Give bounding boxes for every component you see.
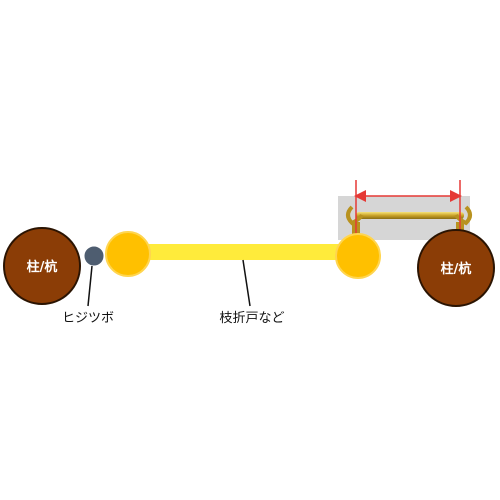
hinge-label: ヒジツボ: [62, 311, 114, 326]
right-post: [417, 229, 495, 307]
hinge-joint: [83, 245, 105, 267]
right-post-label: 柱/杭: [441, 261, 472, 277]
gate-bar: [126, 244, 360, 260]
hinge-photo: [338, 196, 472, 240]
hinge-leader-line: [87, 265, 93, 307]
hinge-rod: [356, 212, 464, 219]
gate-label: 枝折戸など: [219, 311, 284, 326]
gate-right-end: [335, 233, 381, 279]
gate-leader-line: [242, 259, 251, 307]
gate-left-end: [105, 231, 151, 277]
hinge-right-eye: [454, 205, 472, 226]
left-post: [3, 227, 81, 305]
left-post-label: 柱/杭: [27, 259, 58, 275]
